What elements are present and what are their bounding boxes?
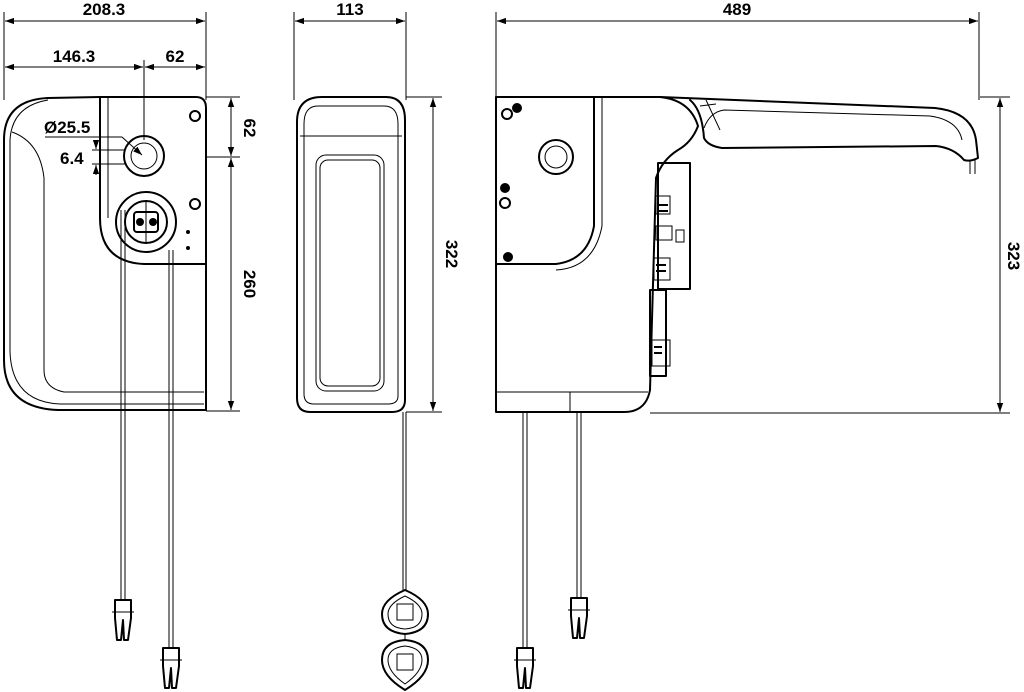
side-view <box>296 96 429 691</box>
arm-view-housing <box>495 96 699 413</box>
arm-view-electrical-box <box>649 162 691 377</box>
dim-axis-to-right: 62 <box>166 47 185 66</box>
front-view-handle-contour <box>11 131 204 393</box>
side-view-panel <box>315 154 385 392</box>
dim-hole-offset: 6.4 <box>60 149 84 168</box>
dim-top-to-axis: 62 <box>240 119 259 138</box>
arm-view <box>495 96 979 689</box>
front-view-hook-left <box>114 599 132 641</box>
dim-side-width: 113 <box>336 0 363 19</box>
arm-view-bolt <box>512 103 522 113</box>
dim-arm-length: 489 <box>723 0 751 19</box>
side-view-dimensions: 113 322 <box>293 0 461 413</box>
dim-axis-to-bottom: 260 <box>240 270 259 298</box>
front-view-housing <box>3 96 207 411</box>
front-view-axis-hole <box>123 135 165 177</box>
front-view-cable-outlet <box>115 191 177 253</box>
dim-arm-height: 323 <box>1004 242 1023 270</box>
dim-total-width: 208.3 <box>83 0 126 19</box>
dim-hole-diameter: Ø25.5 <box>44 118 90 137</box>
dim-left-to-axis: 146.3 <box>53 47 96 66</box>
arm-view-arm <box>659 96 979 162</box>
side-view-pendant-down <box>381 639 429 691</box>
front-view-hook-right <box>162 647 180 689</box>
arm-view-hook-right <box>570 597 588 639</box>
front-view-dimensions: 208.3 146.3 62 Ø25.5 6.4 62 260 <box>3 0 259 412</box>
front-view-screw <box>189 110 201 122</box>
arm-view-dimensions: 489 323 <box>495 0 1023 414</box>
dim-side-height: 322 <box>442 240 461 268</box>
arm-view-hook-left <box>516 647 534 689</box>
front-view <box>3 96 207 689</box>
side-view-housing <box>296 96 406 413</box>
arm-view-mounting-plate <box>495 96 595 265</box>
side-view-pendant-up <box>381 589 429 635</box>
arm-view-axis-hole <box>538 139 574 175</box>
front-view-mounting-plate <box>99 97 207 265</box>
